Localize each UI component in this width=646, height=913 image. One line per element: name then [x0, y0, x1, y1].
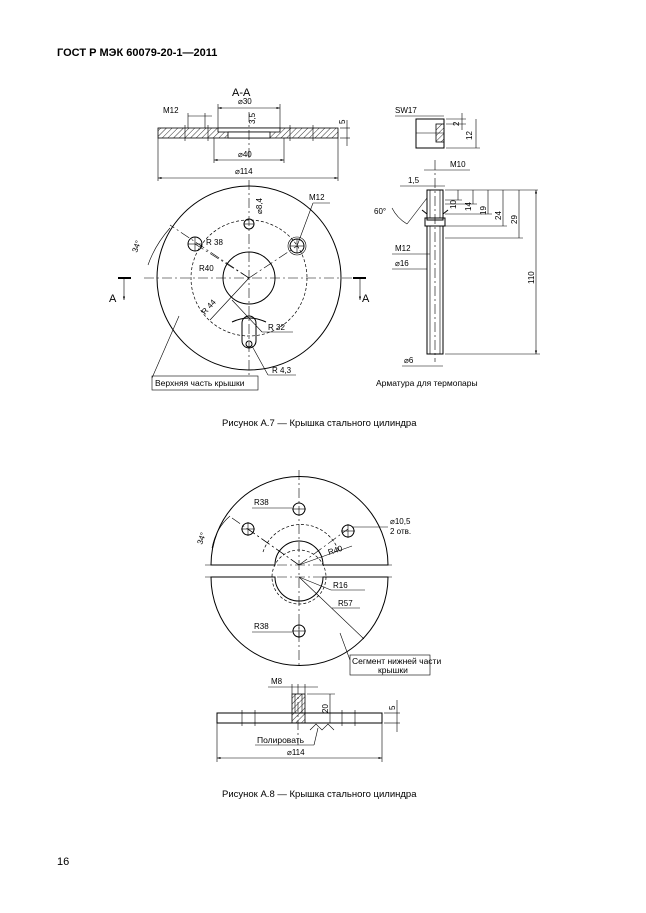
- dim-r40-fig8: R40: [327, 544, 344, 557]
- dim-3-5: 3,5: [248, 112, 257, 124]
- dim-d40: ⌀40: [238, 150, 252, 159]
- dim-r40: R40: [199, 264, 214, 273]
- page-number: 16: [57, 856, 70, 868]
- figure7-fitting: SW17 2 12 M10 1,5 60° 10: [374, 106, 540, 388]
- dim-angle34: 34°: [130, 239, 143, 253]
- dim-14: 14: [464, 202, 473, 211]
- dim-angle34-fig8: 34°: [195, 531, 208, 545]
- figure7-plan-view: А А ⌀8,4 M12 34° R 38 R40 R 44 R 32 R 4,…: [109, 180, 370, 391]
- dim-r38-top: R38: [254, 498, 269, 507]
- dim-d6: ⌀6: [404, 356, 414, 365]
- dim-d114-fig8: ⌀114: [287, 748, 305, 757]
- document-header: ГОСТ Р МЭК 60079-20-1—2011: [57, 47, 218, 59]
- dim-5-fig8: 5: [388, 705, 397, 710]
- dim-110: 110: [527, 271, 536, 284]
- label-top-part: Верхняя часть крышки: [155, 378, 245, 388]
- dim-r38-bottom: R38: [254, 622, 269, 631]
- dim-r16: R16: [333, 581, 348, 590]
- dim-holes: 2 отв.: [390, 527, 411, 536]
- figure7-section-view: А-А M12 ⌀30 3,5 5 ⌀40 ⌀114: [157, 87, 350, 181]
- dim-r32: R 32: [268, 323, 285, 332]
- dim-r38: R 38: [206, 238, 223, 247]
- dim-m12-top: M12: [163, 106, 179, 115]
- figure8-lower-segment: R16 R57 R38 Сегмент нижней части крышки: [205, 549, 441, 676]
- dim-1-5: 1,5: [408, 176, 420, 185]
- dim-19: 19: [479, 206, 488, 215]
- dim-5: 5: [338, 119, 347, 124]
- dim-20: 20: [321, 704, 330, 713]
- section-label: А-А: [232, 87, 251, 99]
- dim-m10: M10: [450, 160, 466, 169]
- label-segment-line1: Сегмент нижней части: [352, 656, 441, 666]
- cut-mark-left: А: [109, 293, 117, 305]
- dim-d30: ⌀30: [238, 97, 252, 106]
- dim-24: 24: [494, 211, 503, 220]
- dim-29: 29: [510, 215, 519, 224]
- dim-d10-5: ⌀10,5: [390, 517, 411, 526]
- dim-r57: R57: [338, 599, 353, 608]
- dim-sw17: SW17: [395, 106, 417, 115]
- dim-d114: ⌀114: [235, 167, 253, 176]
- dim-r4-3: R 4,3: [272, 366, 292, 375]
- dim-12: 12: [465, 131, 474, 140]
- figure8-upper-segment: R38 34° ⌀10,5 2 отв. R40: [195, 470, 411, 668]
- cut-mark-right: А: [362, 293, 370, 305]
- figure8-section: M8 20 5 Полировать ⌀114: [216, 677, 400, 762]
- dim-m12-plan: M12: [309, 193, 325, 202]
- figure7-caption: Рисунок А.7 — Крышка стального цилиндра: [222, 418, 417, 429]
- dim-10: 10: [449, 200, 458, 209]
- dim-d16: ⌀16: [395, 259, 409, 268]
- figure8-caption: Рисунок А.8 — Крышка стального цилиндра: [222, 789, 417, 800]
- dim-2: 2: [452, 121, 461, 126]
- label-segment-line2: крышки: [378, 665, 408, 675]
- dim-angle60: 60°: [374, 207, 386, 216]
- dim-m8: M8: [271, 677, 283, 686]
- dim-r44: R 44: [200, 297, 218, 316]
- dim-d8-4: ⌀8,4: [255, 198, 264, 214]
- label-fitting: Арматура для термопары: [376, 378, 478, 388]
- label-polish: Полировать: [257, 735, 305, 745]
- dim-m12-fitting: M12: [395, 244, 411, 253]
